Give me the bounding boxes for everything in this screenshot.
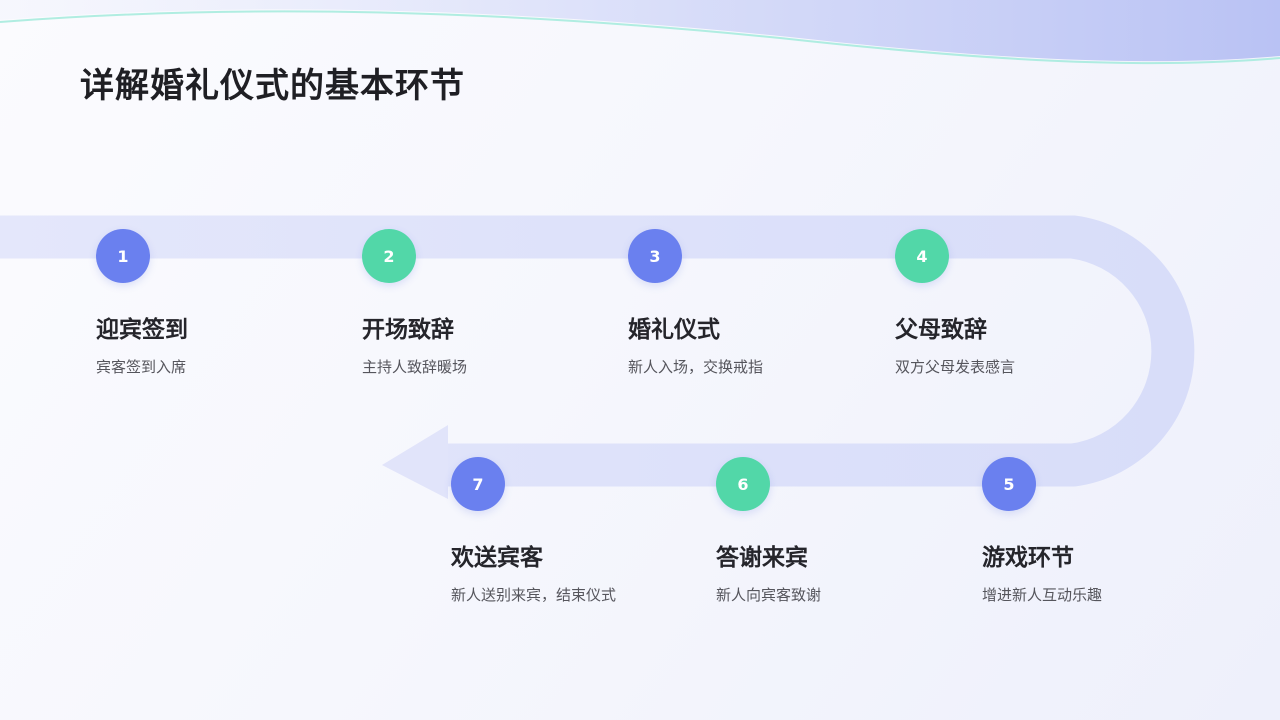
step-number-badge: 4 xyxy=(895,229,949,283)
step-4: 4 父母致辞 双方父母发表感言 xyxy=(895,229,1135,377)
step-6: 6 答谢来宾 新人向宾客致谢 xyxy=(716,457,956,605)
step-title: 迎宾签到 xyxy=(96,317,188,343)
top-wave-line xyxy=(0,10,1280,65)
step-number-badge: 5 xyxy=(982,457,1036,511)
step-description: 新人向宾客致谢 xyxy=(716,586,822,604)
step-title: 答谢来宾 xyxy=(716,545,808,571)
step-title: 游戏环节 xyxy=(982,545,1074,571)
step-description: 宾客签到入席 xyxy=(96,358,187,376)
step-7: 7 欢送宾客 新人送别来宾，结束仪式 xyxy=(451,457,691,605)
step-description: 新人送别来宾，结束仪式 xyxy=(451,586,617,604)
step-number-badge: 2 xyxy=(362,229,416,283)
step-title: 婚礼仪式 xyxy=(628,317,720,343)
step-number-badge: 1 xyxy=(96,229,150,283)
step-number-badge: 6 xyxy=(716,457,770,511)
step-title: 欢送宾客 xyxy=(451,545,543,571)
step-title: 开场致辞 xyxy=(362,317,454,343)
track-arrowhead xyxy=(382,425,448,499)
step-description: 增进新人互动乐趣 xyxy=(982,586,1103,604)
top-wave xyxy=(0,0,1280,62)
step-5: 5 游戏环节 增进新人互动乐趣 xyxy=(982,457,1222,605)
step-2: 2 开场致辞 主持人致辞暖场 xyxy=(362,229,602,377)
process-track xyxy=(0,215,1195,487)
step-description: 双方父母发表感言 xyxy=(895,358,1016,376)
step-description: 新人入场，交换戒指 xyxy=(628,358,764,376)
page-title: 详解婚礼仪式的基本环节 xyxy=(80,66,465,106)
step-number-badge: 7 xyxy=(451,457,505,511)
step-1: 1 迎宾签到 宾客签到入席 xyxy=(96,229,336,377)
step-description: 主持人致辞暖场 xyxy=(362,358,468,376)
step-title: 父母致辞 xyxy=(895,317,987,343)
step-3: 3 婚礼仪式 新人入场，交换戒指 xyxy=(628,229,868,377)
step-number-badge: 3 xyxy=(628,229,682,283)
